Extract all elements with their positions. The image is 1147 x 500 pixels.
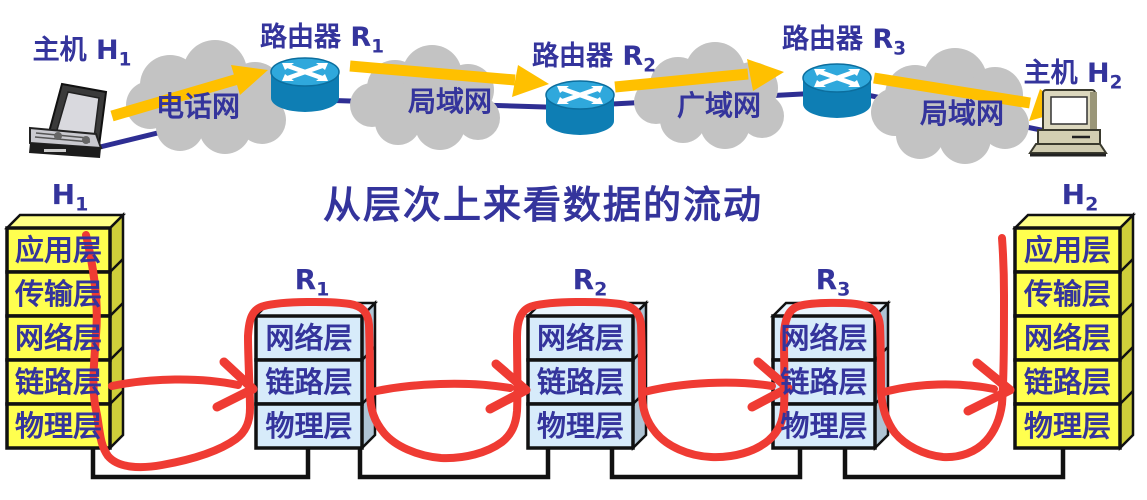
h1-layer-link: 链路层 [14,365,102,399]
red-flow-annotation [82,231,1015,472]
stack-title-r1-text: R [294,263,317,296]
host-h2-sub: 2 [1109,72,1123,94]
r2-layer-network: 网络层 [536,321,624,355]
cloud-label-lan-2: 局域网 [919,97,1005,130]
r2-layer-physical: 物理层 [536,409,624,443]
h2-layer-transport: 传输层 [1023,277,1111,311]
router-r3-label: 路由器 R3 [782,25,906,60]
stack-title-h1: H1 [51,178,89,216]
r3-layer-link: 链路层 [780,365,868,399]
router-r2-sub: 2 [643,55,656,77]
cloud-label-wan: 广域网 [676,89,762,122]
r2-layer-link: 链路层 [536,365,624,399]
physical-link-base-lines [90,448,1066,480]
h2-layer-physical: 物理层 [1023,409,1111,443]
stack-title-h2-sub: 2 [1085,193,1099,216]
r3-layer-physical: 物理层 [780,409,868,443]
stack-title-r3-text: R [815,263,838,296]
host-h1-sub: 1 [118,49,132,71]
stack-title-h1-text: H [51,178,76,211]
stack-title-h1-sub: 1 [75,193,89,216]
h1-layer-physical: 物理层 [14,409,102,443]
cloud-label-lan-1: 局域网 [407,85,493,118]
h2-layer-application: 应用层 [1023,233,1111,267]
stack-title-r2: R2 [572,263,608,301]
section-title: 从层次上来看数据的流动 [322,183,764,227]
h2-layer-link: 链路层 [1023,365,1111,399]
stack-h1 [3,211,127,452]
host-h1-text: 主机 H [32,35,119,66]
desktop-icon [1028,89,1108,157]
router-icon-r2 [545,80,615,135]
r3-layer-network: 网络层 [780,321,868,355]
router-r1-label: 路由器 R1 [260,23,384,58]
stack-title-h2: H2 [1061,178,1099,216]
stack-title-r3: R3 [815,263,851,301]
cloud-lan-2 [871,48,1029,164]
r1-layer-network: 网络层 [265,321,353,355]
router-icon-r3 [802,63,872,118]
stack-title-r2-text: R [572,263,595,296]
router-r3-sub: 3 [893,38,906,60]
r1-layer-physical: 物理层 [265,409,353,443]
router-r3-text: 路由器 R [782,24,894,55]
r1-layer-link: 链路层 [265,365,353,399]
stack-h2 [1011,211,1137,452]
h1-layer-application: 应用层 [14,233,102,267]
stack-title-r1-sub: 1 [316,278,330,301]
h1-layer-network: 网络层 [14,321,102,355]
stack-title-r2-sub: 2 [594,278,608,301]
router-icon-r1 [270,57,340,112]
cloud-label-telephone-net: 电话网 [155,90,241,123]
router-r2-label: 路由器 R2 [532,42,656,77]
router-r2-text: 路由器 R [532,41,644,72]
host-h2-text: 主机 H [1023,58,1110,89]
host-h1-label: 主机 H1 [33,36,132,71]
laptop-icon [29,82,108,158]
host-h2-label: 主机 H2 [1024,59,1123,94]
router-r1-sub: 1 [371,36,384,58]
h2-layer-network: 网络层 [1023,321,1111,355]
router-r1-text: 路由器 R [260,22,372,53]
stack-title-h2-text: H [1061,178,1086,211]
stack-title-r3-sub: 3 [837,278,851,301]
h1-layer-transport: 传输层 [14,277,102,311]
stack-title-r1: R1 [294,263,330,301]
